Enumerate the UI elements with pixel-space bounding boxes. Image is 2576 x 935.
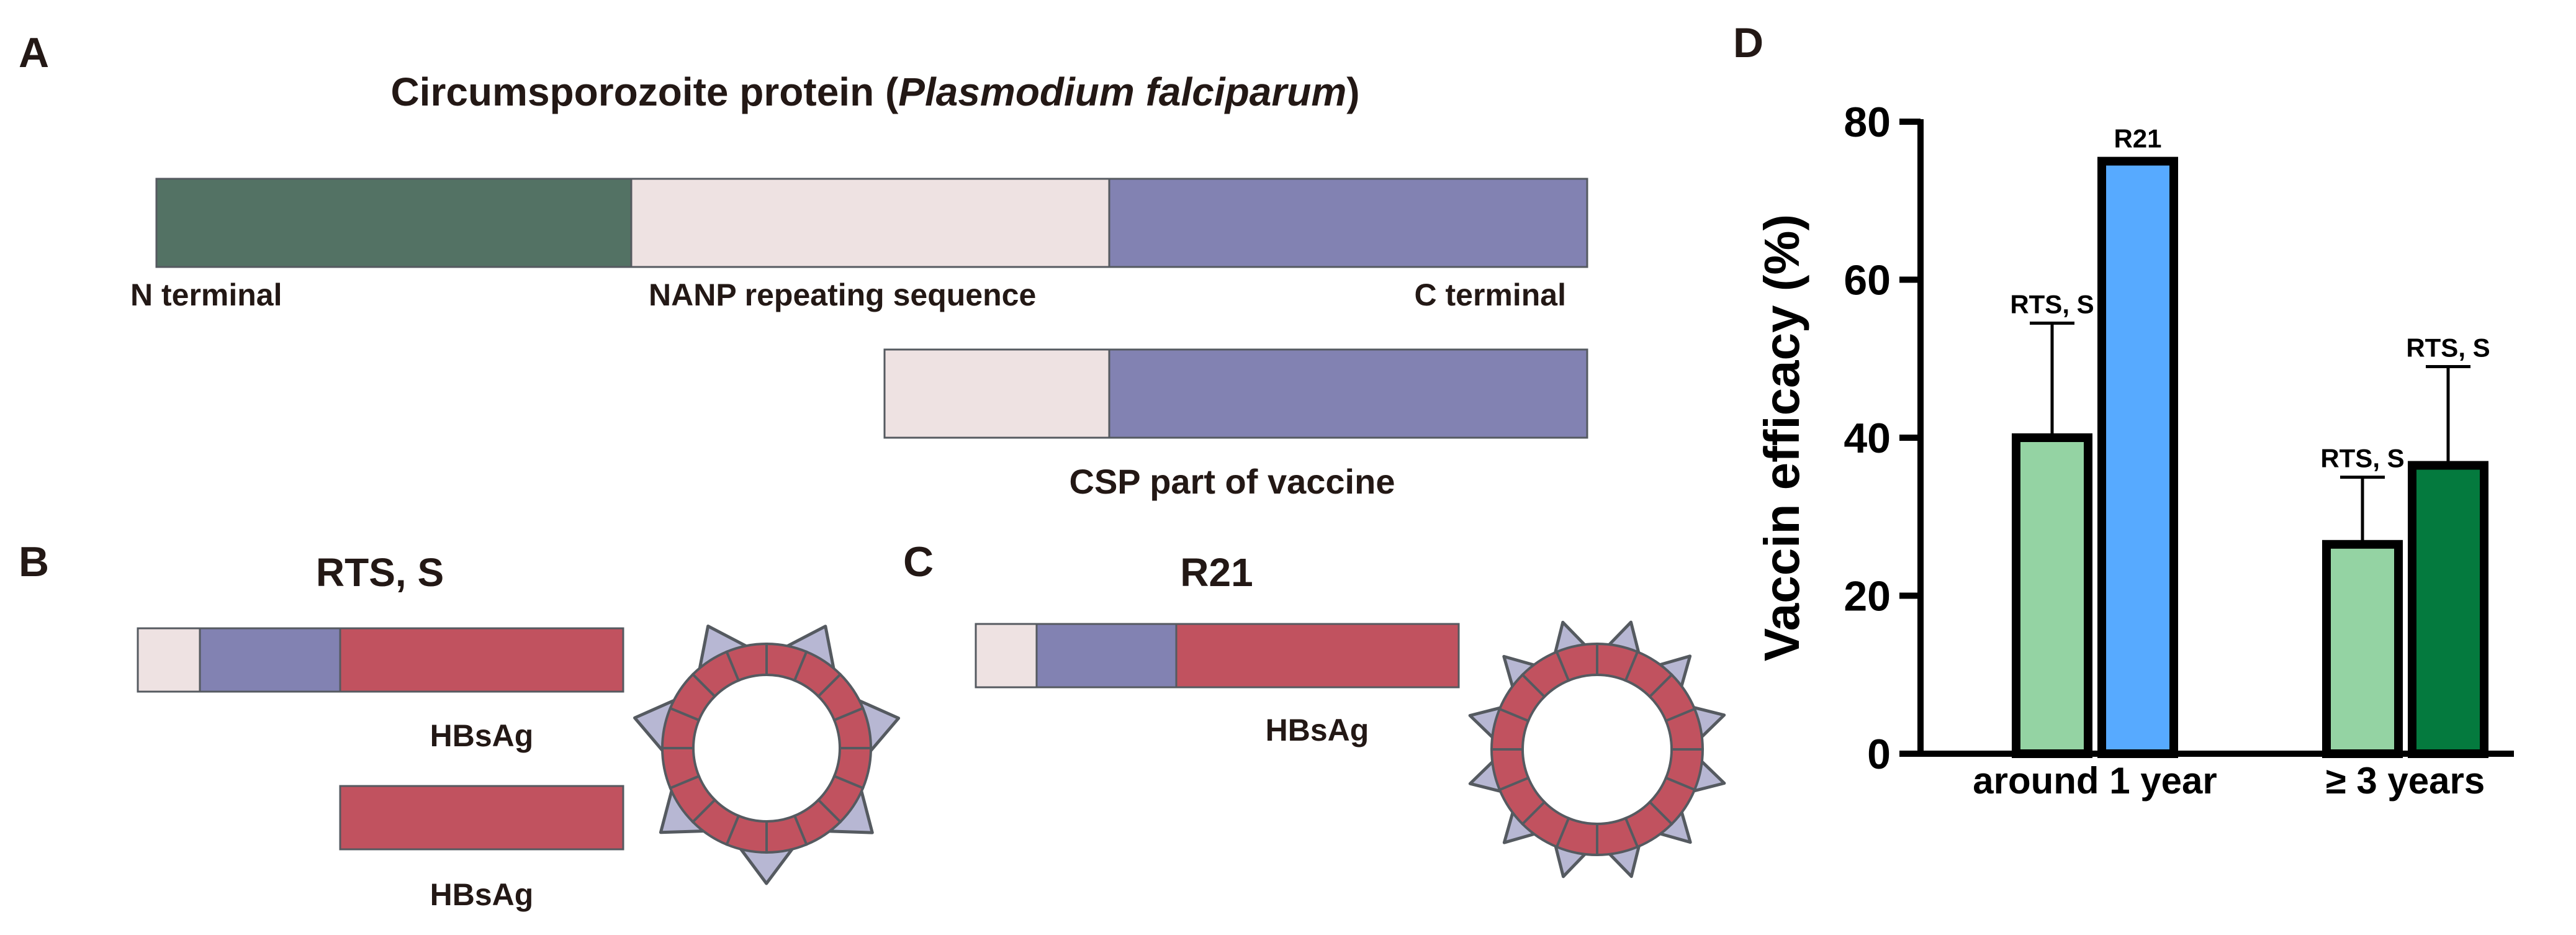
- y-tick-label: 0: [1867, 731, 1891, 778]
- y-tick-label: 40: [1844, 415, 1891, 462]
- bar: [2408, 461, 2488, 758]
- y-tick-label: 80: [1844, 99, 1891, 146]
- bar-data-label: R21: [2114, 124, 2161, 153]
- x-tick-label: around 1 year: [1973, 760, 2217, 802]
- r21-c-terminal-segment: [1035, 623, 1178, 689]
- n-terminal-label: N terminal: [130, 278, 282, 312]
- rtss-free-hbsag-segment: [339, 785, 624, 851]
- bar-data-label: RTS, S: [2320, 444, 2404, 473]
- panel-b: B RTS, S HBsAg HBsAg: [19, 538, 901, 912]
- panel-c: C R21 HBsAg: [903, 538, 1726, 879]
- rtss-particle: [633, 624, 901, 885]
- csp-part-label: CSP part of vaccine: [1070, 462, 1395, 501]
- r21-particle: [1468, 620, 1726, 879]
- y-axis-label: Vaccin efficacy (%): [1754, 214, 1809, 661]
- panel-a-title: Circumsporozoite protein (Plasmodium fal…: [390, 70, 1359, 114]
- panel-a-title-prefix: Circumsporozoite protein (: [390, 70, 899, 114]
- vaccine-csp-nanp-segment: [883, 348, 1110, 439]
- rtss-c-terminal-segment: [199, 627, 341, 693]
- x-tick-label: ≥ 3 years: [2326, 760, 2485, 802]
- r21-hbsag-segment: [1175, 623, 1460, 689]
- panel-b-letter: B: [19, 538, 49, 585]
- rtss-particle-ring-segment: [832, 707, 873, 749]
- bar: [2012, 433, 2092, 758]
- csp-n-terminal-segment: [155, 178, 633, 268]
- bar: [2097, 156, 2178, 758]
- panel-a: A Circumsporozoite protein (Plasmodium f…: [19, 29, 1588, 501]
- rtss-nanp-segment: [137, 627, 201, 693]
- nanp-label: NANP repeating sequence: [649, 278, 1036, 312]
- panel-d-letter: D: [1733, 19, 1763, 66]
- rtss-hbsag-label-1: HBsAg: [430, 718, 534, 753]
- bar-data-label: RTS, S: [2010, 289, 2094, 318]
- y-tick-label: 20: [1844, 573, 1891, 620]
- panel-c-letter: C: [903, 538, 934, 585]
- csp-c-terminal-segment: [1108, 178, 1588, 268]
- c-terminal-label: C terminal: [1414, 278, 1566, 312]
- panel-b-title: RTS, S: [316, 550, 444, 595]
- rtss-hbsag-label-2: HBsAg: [430, 877, 534, 912]
- panel-a-title-suffix: ): [1346, 70, 1359, 114]
- r21-hbsag-label: HBsAg: [1266, 713, 1369, 748]
- rtss-hbsag-fused-segment: [339, 627, 624, 693]
- y-tick-label: 60: [1844, 257, 1891, 304]
- panel-a-title-italic: Plasmodium falciparum: [898, 70, 1346, 114]
- bar-data-label: RTS, S: [2406, 333, 2490, 362]
- panel-c-title: R21: [1180, 550, 1253, 595]
- csp-nanp-segment: [630, 178, 1110, 268]
- panel-a-letter: A: [19, 29, 49, 76]
- r21-particle-ring-segment: [1664, 707, 1705, 751]
- bar: [2322, 540, 2403, 758]
- r21-nanp-segment: [975, 623, 1038, 689]
- vaccine-csp-c-terminal-segment: [1108, 348, 1588, 439]
